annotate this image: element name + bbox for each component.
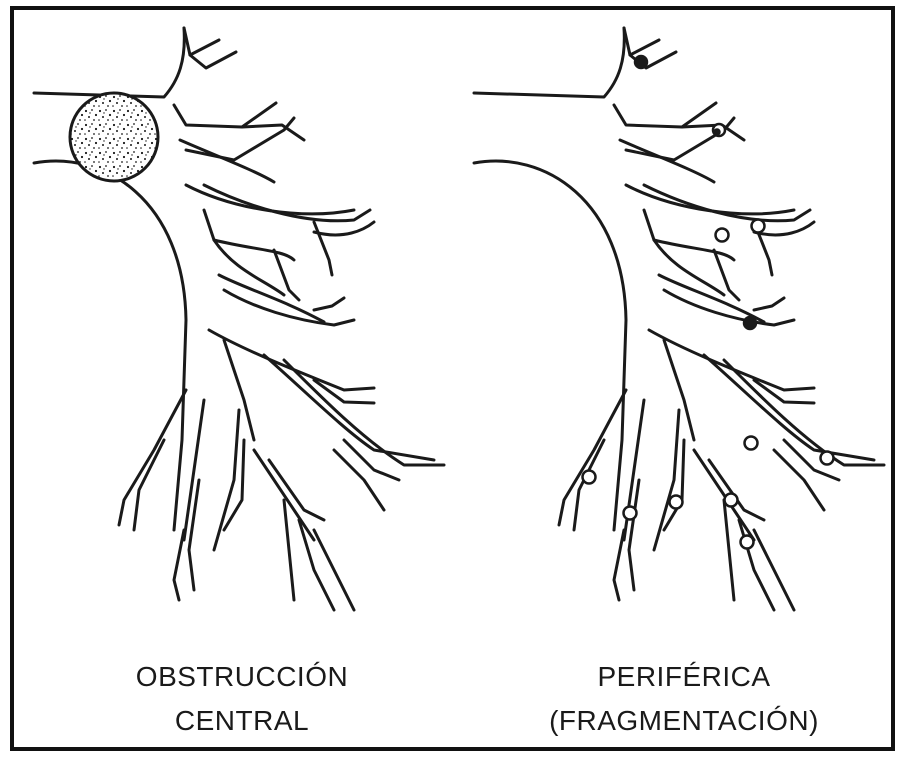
embolus-8 (583, 471, 596, 484)
embolus-4 (752, 220, 765, 233)
embolus-3 (716, 229, 729, 242)
embolus-5 (744, 317, 756, 329)
embolus-1 (635, 56, 647, 68)
caption-line: (FRAGMENTACIÓN) (464, 699, 904, 743)
central-obstruction-caption: OBSTRUCCIÓN CENTRAL (22, 655, 462, 743)
embolus-2-core (715, 130, 720, 135)
embolus-7 (821, 452, 834, 465)
embolus-9 (624, 507, 637, 520)
peripheral-fragmentation-panel (454, 10, 894, 630)
vessel-tree-left (14, 10, 454, 630)
vessel-branches-right (474, 28, 884, 610)
caption-line: CENTRAL (22, 699, 462, 743)
figure-frame: OBSTRUCCIÓN CENTRAL PERIFÉRICA (FRAGMENT… (10, 6, 895, 751)
embolus-6 (745, 437, 758, 450)
embolus-10 (670, 496, 683, 509)
vessel-tree-right (454, 10, 894, 630)
caption-line: OBSTRUCCIÓN (22, 655, 462, 699)
central-thrombus (70, 93, 158, 181)
embolus-12 (741, 536, 754, 549)
peripheral-fragmentation-caption: PERIFÉRICA (FRAGMENTACIÓN) (464, 655, 904, 743)
embolus-11 (725, 494, 738, 507)
caption-line: PERIFÉRICA (464, 655, 904, 699)
central-obstruction-panel (14, 10, 454, 630)
